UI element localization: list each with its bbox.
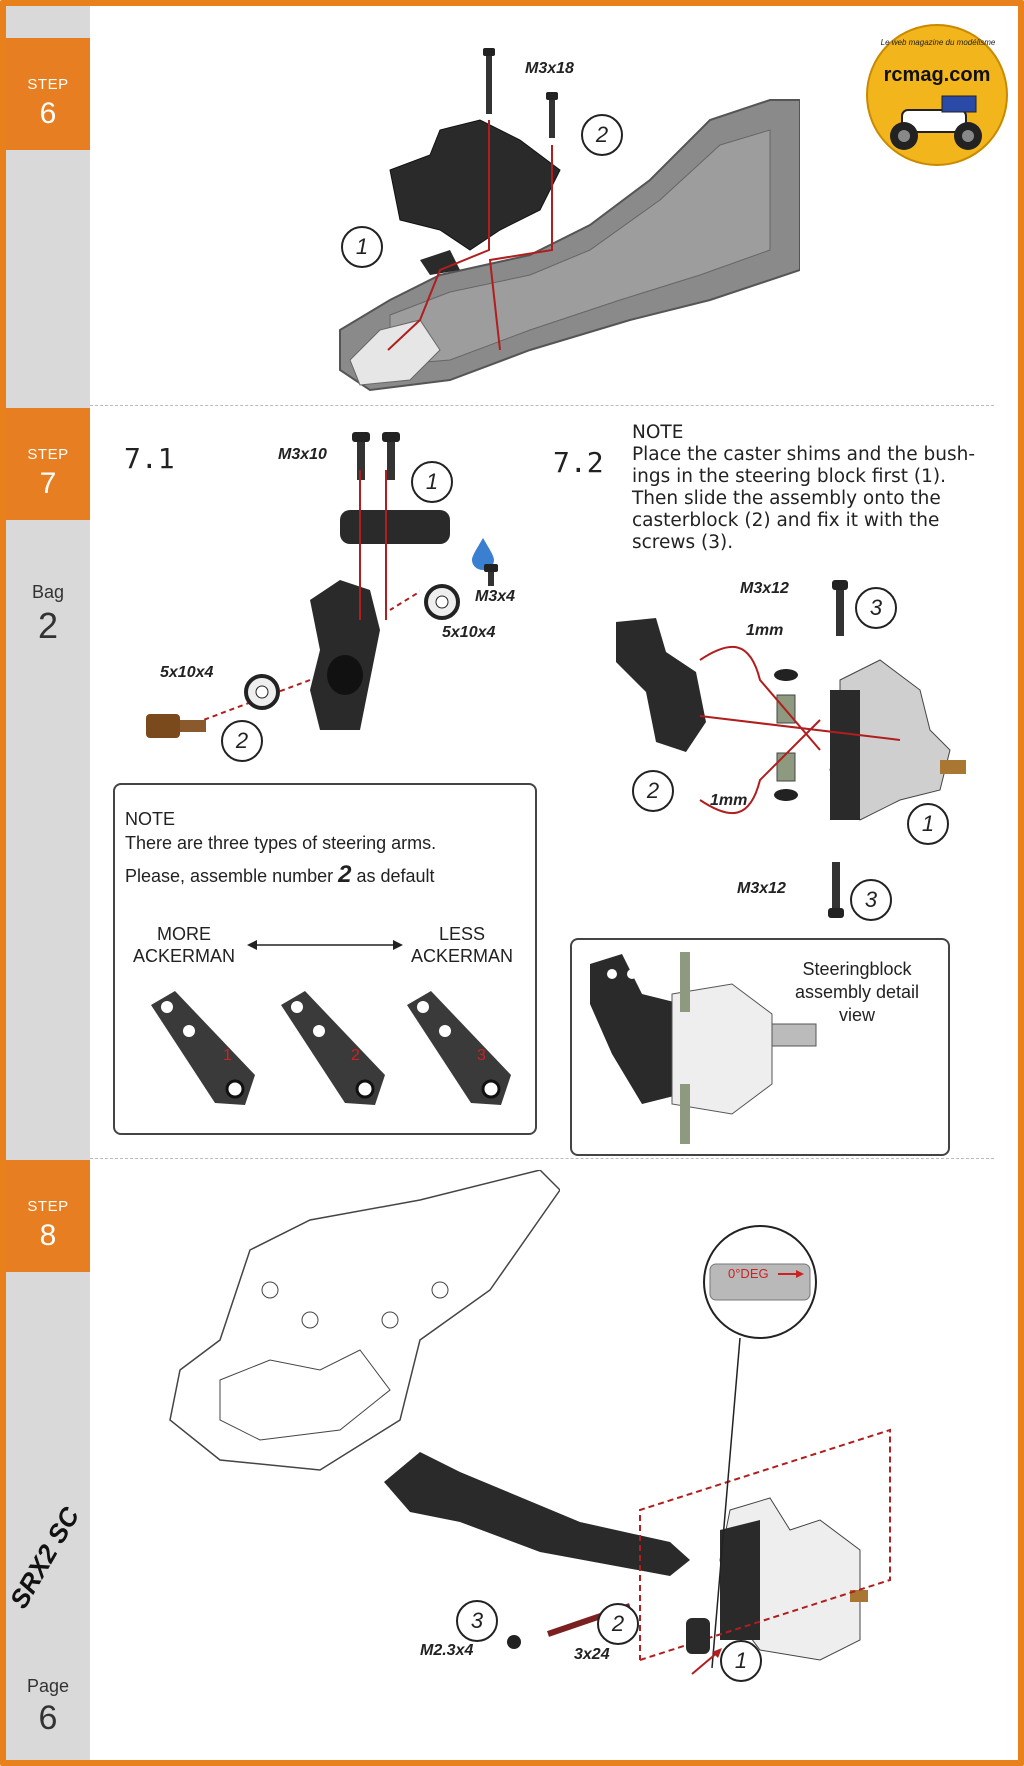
step8-small-screw-icon [507,1635,521,1649]
bearing-icon [244,674,280,710]
part-label-m3x12: M3x12 [737,880,786,897]
page-number: 6 [38,1699,58,1737]
callout-number: 2 [221,720,263,762]
note-line: There are three types of steering arms. [125,833,437,853]
step7-2-screw-top [832,580,848,636]
note-line: ings in the steering block first (1). [632,466,946,487]
note-title: NOTE [632,422,684,443]
part-label-bearing: 5x10x4 [442,624,496,641]
substep-7-2: 7.2 [553,446,604,479]
oil-drop-icon [472,538,494,570]
callout-number: 3 [850,879,892,921]
step6-steering-block [389,119,561,275]
step-label: STEP [27,446,69,463]
step6-screw-icon [546,92,558,138]
part-label-m3x18: M3x18 [525,60,574,77]
step6-screw-icon [483,48,495,114]
arm-number: 3 [477,1047,486,1064]
note-line: screws (3). [632,532,734,553]
arm-number: 1 [223,1047,232,1064]
steering-arm-1-icon [151,991,255,1105]
step8-suspension-arm [384,1452,690,1576]
step-number: 7 [39,467,57,500]
substep-7-1: 7.1 [124,442,175,475]
small-screw-icon [484,564,498,586]
steering-arm-2-icon [281,991,385,1105]
part-label-bearing: 5x10x4 [160,664,214,681]
step7-2-red-lines [699,645,901,815]
step7-2-screw-bottom [828,862,844,918]
insert-degree-label: 0°DEG [728,1266,769,1281]
callout-number: 3 [456,1600,498,1642]
callout-number: 3 [855,587,897,629]
note-title: NOTE [125,809,176,829]
step7-1-arm-plate [340,510,450,544]
insert-arrow-icon [778,1270,804,1278]
step8-red-arrow [691,1648,722,1675]
note-7-2: NOTE Place the caster shims and the bush… [632,422,986,554]
rcmag-logo: Le web magazine du modélisme rcmag.com [866,24,1008,166]
step6-callout-lines [387,120,553,351]
arm-number: 2 [351,1047,360,1064]
steeringblock-detail-illustration [590,952,817,1144]
caster-pivot-icon [146,714,206,738]
callout-number: 1 [907,803,949,845]
step-label: STEP [27,76,69,93]
bag-number: 2 [37,605,59,646]
note-line: Please, assemble number 2 as default [125,861,435,888]
bag-indicator: Bag 2 [6,582,90,647]
steering-arms-note-box: NOTE There are three types of steering a… [113,783,537,1135]
step-7-tab: STEP 7 [6,408,90,520]
step7-2-arm [616,618,706,752]
logo-site: rcmag.com [883,64,991,86]
step-label: STEP [27,1198,69,1215]
callout-number: 2 [632,770,674,812]
section-divider [90,1158,994,1159]
zoom-pointer-line [711,1338,741,1669]
buggy-icon [890,95,982,150]
step7-2-steering-block [829,659,966,821]
steering-arm-3-icon [407,991,511,1105]
step-number: 6 [39,97,57,130]
part-label-m3x4: M3x4 [475,588,516,605]
step6-chassis-illustration [339,99,800,392]
note-line: Place the caster shims and the bush- [632,444,976,465]
detail-caption: Steeringblock assembly detail view [794,959,920,1025]
step7-1-steering-block [310,580,380,730]
page-label: Page [26,1676,70,1696]
callout-number: 2 [581,114,623,156]
step8-insert-icon [686,1618,710,1654]
step8-dashed-guide [639,1428,891,1661]
step-8-tab: STEP 8 [6,1160,90,1272]
step7-1-screws [352,432,400,480]
callout-number: 2 [597,1603,639,1645]
double-arrow-icon [247,940,403,950]
sidebar [6,6,90,1760]
part-label-m3x10: M3x10 [278,446,327,463]
callout-number: 1 [411,461,453,503]
callout-number: 1 [341,226,383,268]
steeringblock-detail-box: Steeringblock assembly detail view [570,938,950,1156]
note-line: Then slide the assembly onto the [632,488,941,509]
part-label-m2-3x4: M2.3x4 [420,1642,474,1659]
logo-tagline: Le web magazine du modélisme [880,38,996,47]
step-6-tab: STEP 6 [6,38,90,150]
bag-label: Bag [31,582,65,602]
page-indicator: Page 6 [6,1676,90,1738]
part-label-shim: 1mm [710,792,748,809]
bearing-icon [424,584,460,620]
step8-steering-block [719,1497,868,1661]
section-divider [90,405,994,406]
step-number: 8 [39,1219,57,1252]
part-label-3x24: 3x24 [574,1646,610,1663]
callout-number: 1 [720,1640,762,1682]
note-line: casterblock (2) and fix it with the [632,510,940,531]
step8-chassis-illustration [169,1170,560,1471]
part-label-m3x12: M3x12 [740,580,789,597]
part-label-shim: 1mm [746,622,784,639]
